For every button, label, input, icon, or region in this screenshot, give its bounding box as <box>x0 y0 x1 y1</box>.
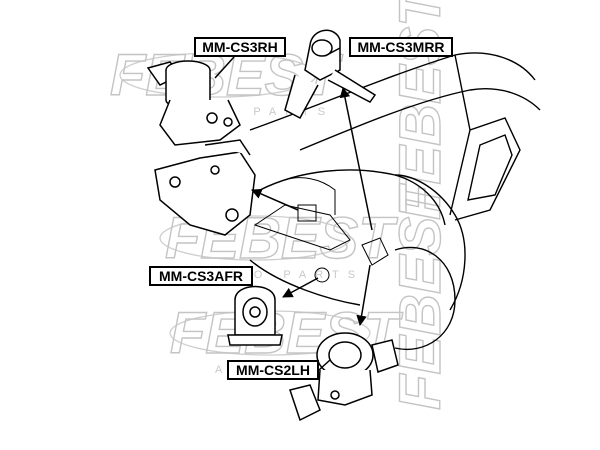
mount-block <box>297 204 317 222</box>
pointer-arrows <box>214 47 373 371</box>
bolt-hole <box>225 208 239 222</box>
part-cs2lh <box>289 332 399 422</box>
bolt-hole <box>169 176 181 188</box>
mount-bracket <box>284 177 336 215</box>
windshield-frame <box>454 117 521 221</box>
engine-bay-top <box>259 169 446 226</box>
label-mm-cs2lh: MM-CS2LH <box>227 360 319 380</box>
bolt-hole <box>206 112 218 124</box>
mount-side-block <box>371 339 399 373</box>
label-mm-cs3mrr: MM-CS3MRR <box>349 37 453 57</box>
mount-base <box>159 99 241 146</box>
bolt-hole <box>330 390 340 400</box>
lower-rail <box>249 259 361 306</box>
hood-line <box>299 88 541 151</box>
label-mm-cs3afr: MM-CS3AFR <box>149 266 253 286</box>
mount-foot <box>227 334 283 346</box>
arrow-bracket <box>251 188 299 211</box>
bolt-hole <box>223 117 233 127</box>
wheel-arch <box>394 246 456 350</box>
side-window <box>467 134 513 201</box>
mount-inner-ring <box>328 341 362 369</box>
mount-bushing <box>311 39 333 57</box>
a-pillar <box>449 54 471 216</box>
front-mount-ring <box>314 267 330 283</box>
watermark-ellipse <box>159 215 351 261</box>
leader-rh <box>214 56 235 79</box>
arrow-mrr <box>339 86 373 231</box>
bolt-hole <box>210 165 220 175</box>
left-mount-block <box>361 237 389 266</box>
part-cs3rh <box>146 60 241 146</box>
leader-lh <box>318 359 331 371</box>
watermark-middle: FEBEST AUTO PARTS <box>159 205 399 281</box>
mount-bracket-small <box>289 384 321 422</box>
watermark-right-lower: FEBEST <box>387 176 453 411</box>
bracket-top <box>204 139 251 156</box>
arrow-afr <box>282 277 319 298</box>
watermark-brand: FEBEST <box>388 177 453 410</box>
mount-lower <box>317 369 373 406</box>
arrow-lh <box>356 264 371 327</box>
part-cs3afr <box>227 285 283 346</box>
part-cs3mrr <box>284 29 377 120</box>
label-mm-cs3rh: MM-CS3RH <box>194 37 286 57</box>
engine-bracket <box>154 139 256 236</box>
mount-arm <box>284 74 319 120</box>
strut-tower <box>394 174 466 311</box>
leader-mrr <box>324 47 341 57</box>
mount-center <box>249 306 261 318</box>
